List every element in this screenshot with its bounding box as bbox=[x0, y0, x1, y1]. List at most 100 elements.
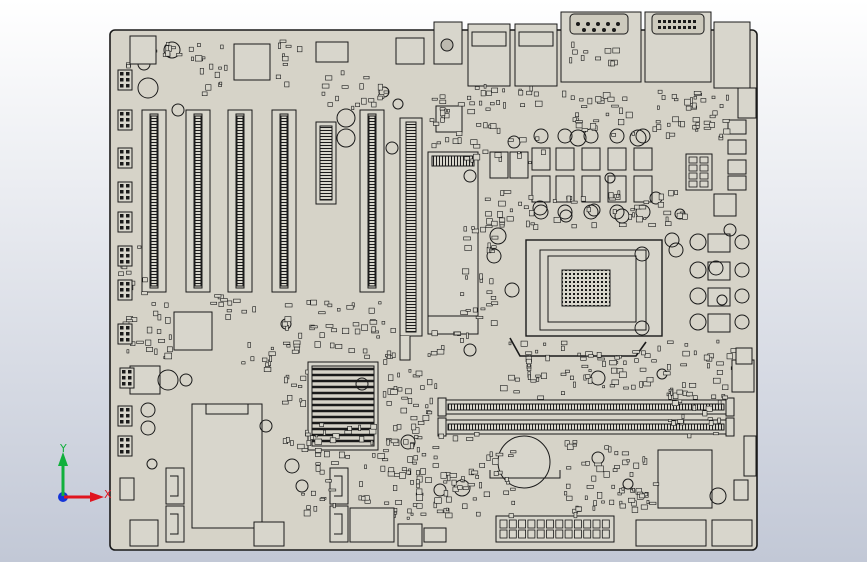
smd-part bbox=[466, 437, 474, 441]
dvi-pin bbox=[663, 20, 666, 23]
capacitor bbox=[336, 128, 356, 148]
smd-part bbox=[158, 338, 165, 343]
smd-part bbox=[361, 97, 367, 105]
smd-part bbox=[646, 499, 650, 504]
smd-part bbox=[656, 105, 660, 110]
capacitor bbox=[355, 377, 369, 391]
smd-part bbox=[485, 225, 493, 228]
smd-part bbox=[465, 275, 468, 280]
smd-part bbox=[535, 136, 540, 141]
pin-header-pin bbox=[126, 214, 130, 218]
dvi-pin bbox=[673, 20, 676, 23]
right-edge-connector-1 bbox=[731, 359, 755, 393]
smd-part bbox=[347, 425, 353, 431]
smd-part bbox=[396, 424, 402, 430]
smd-part bbox=[644, 353, 651, 359]
smd-part bbox=[321, 91, 326, 96]
smd-part bbox=[604, 445, 609, 450]
smd-part bbox=[393, 424, 398, 432]
smd-part bbox=[508, 138, 514, 142]
pin-header-pin bbox=[126, 72, 130, 76]
smd-part bbox=[705, 405, 713, 412]
smd-part bbox=[165, 50, 171, 57]
capacitor bbox=[385, 141, 399, 155]
smd-part bbox=[685, 105, 692, 111]
smd-part bbox=[723, 128, 731, 135]
smd-part bbox=[282, 341, 291, 345]
pin-header bbox=[119, 477, 135, 501]
smd-part bbox=[725, 94, 729, 101]
smd-part bbox=[475, 475, 480, 479]
smd-part bbox=[252, 306, 256, 313]
smd-part bbox=[706, 363, 710, 369]
smd-part bbox=[164, 352, 173, 360]
smd-part bbox=[530, 222, 535, 226]
smd-part bbox=[502, 88, 506, 93]
smd-part bbox=[566, 443, 574, 450]
smd-part bbox=[421, 453, 427, 457]
pin-header-pin bbox=[120, 118, 124, 122]
smd-part bbox=[383, 90, 389, 94]
smd-part bbox=[381, 321, 386, 325]
smd-part bbox=[268, 351, 276, 356]
smd-part bbox=[499, 224, 505, 228]
smd-part bbox=[687, 433, 692, 439]
pcie-x16-slot bbox=[399, 117, 423, 361]
dimm-slot-latch-right bbox=[725, 397, 735, 417]
smd-part bbox=[281, 400, 289, 405]
smd-part bbox=[210, 301, 217, 305]
smd-part bbox=[621, 451, 630, 456]
smd-part bbox=[722, 395, 728, 400]
smd-part bbox=[511, 500, 515, 505]
smd-part bbox=[420, 385, 425, 390]
smd-part bbox=[577, 352, 581, 357]
sata-port-body bbox=[329, 505, 349, 543]
right-choke bbox=[707, 233, 731, 253]
smd-part bbox=[401, 396, 408, 400]
smd-part bbox=[325, 479, 332, 483]
motherboard[interactable] bbox=[109, 11, 758, 551]
smd-part bbox=[618, 371, 627, 378]
smd-part bbox=[145, 339, 152, 346]
smd-part bbox=[467, 109, 475, 115]
smd-part bbox=[386, 400, 392, 406]
smd-part bbox=[377, 83, 383, 91]
smd-part bbox=[510, 487, 516, 491]
smd-part bbox=[463, 156, 470, 161]
smd-part bbox=[467, 95, 472, 100]
smd-part bbox=[314, 341, 321, 348]
smd-part bbox=[434, 497, 442, 504]
smd-part bbox=[433, 455, 438, 460]
smd-part bbox=[640, 504, 648, 510]
smd-part bbox=[460, 479, 464, 482]
bottom-connector-6 bbox=[711, 519, 753, 547]
smd-part bbox=[711, 95, 716, 99]
sata-port-key bbox=[170, 513, 179, 535]
smd-part bbox=[301, 492, 305, 496]
smd-part bbox=[506, 216, 514, 222]
smd-part bbox=[681, 414, 685, 419]
pin-header-pin bbox=[126, 150, 130, 154]
smd-part bbox=[218, 301, 224, 308]
smd-part bbox=[631, 384, 636, 390]
dimm-slot-latch-left bbox=[437, 417, 447, 437]
smd-part bbox=[597, 357, 605, 361]
smd-part bbox=[321, 83, 330, 89]
atx-power-pin bbox=[564, 529, 573, 539]
smd-part bbox=[596, 352, 602, 358]
smd-part bbox=[377, 453, 385, 459]
smd-part bbox=[436, 141, 442, 145]
smd-part bbox=[386, 354, 391, 359]
vrm-choke bbox=[581, 175, 601, 203]
smd-part bbox=[619, 503, 626, 509]
smd-part bbox=[314, 438, 322, 445]
vga-pin bbox=[606, 22, 610, 26]
usb-controller-chip bbox=[713, 193, 737, 217]
right-capacitor bbox=[689, 261, 707, 279]
pin-header-pin bbox=[126, 118, 130, 122]
smd-part bbox=[472, 307, 478, 313]
smd-part bbox=[608, 197, 616, 201]
pin-header-pin bbox=[120, 254, 124, 258]
smd-part bbox=[310, 325, 318, 329]
